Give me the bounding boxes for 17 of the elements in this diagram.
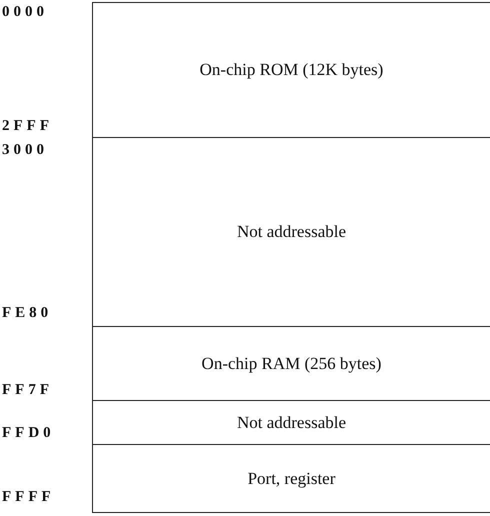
memory-region [92, 2, 490, 137]
memory-region [92, 326, 490, 400]
address-label: FF7F [2, 381, 53, 399]
address-label: FFFF [2, 488, 55, 506]
region-label: On-chip RAM (256 bytes) [202, 354, 382, 374]
region-label: Not addressable [236, 412, 346, 432]
memory-region [92, 400, 490, 444]
memory-region [92, 444, 490, 513]
region-label: Not addressable [236, 222, 346, 242]
region-label: Port, register [248, 468, 336, 488]
address-label: FE80 [2, 304, 52, 322]
memory-region [92, 137, 490, 326]
address-label: 0000 [2, 3, 48, 21]
address-label: FFD0 [2, 424, 55, 442]
address-label: 2FFF [2, 117, 53, 135]
region-label: On-chip ROM (12K bytes) [200, 60, 384, 80]
address-label: 3000 [2, 141, 48, 159]
